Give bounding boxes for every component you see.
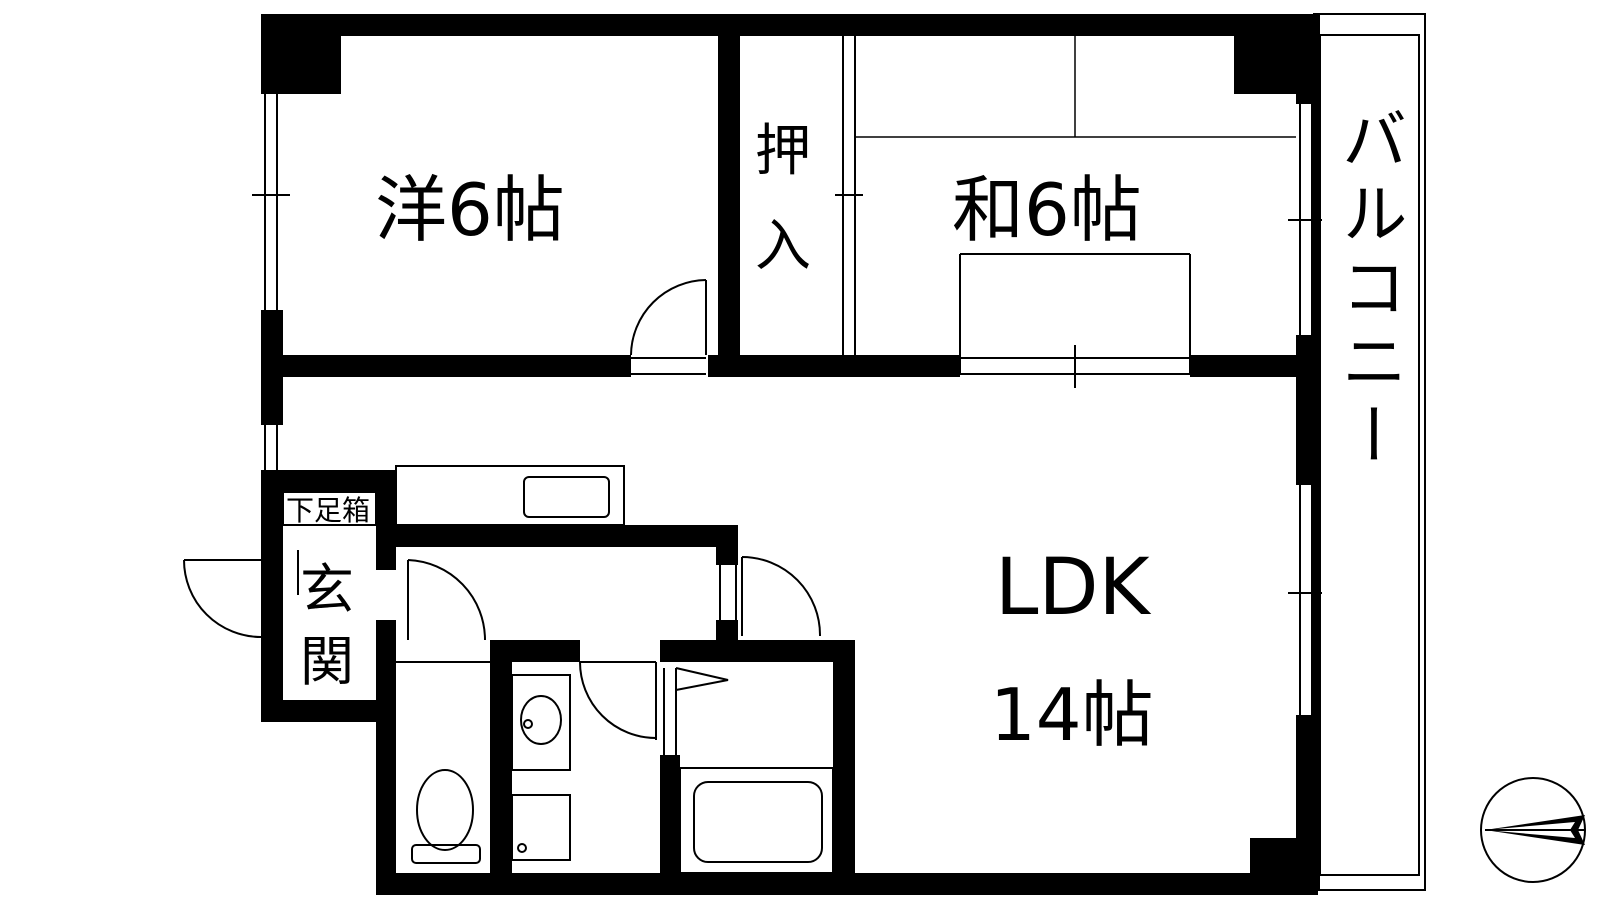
entrance-label-line1: 玄 [300,558,354,621]
western-room-label: 洋6帖 [375,168,565,252]
windows [252,36,1322,715]
ldk-title: LDK [995,543,1152,633]
entrance-label-line2: 関 [300,630,354,693]
closet-label-line1: 押 [755,119,811,184]
bathtub-icon [679,767,834,874]
ldk-size: 14帖 [990,673,1154,757]
kitchen-sink-icon [395,465,625,526]
compass-north-arrow-icon [1480,777,1586,883]
tatami-lines [855,36,1296,138]
washbasin-icon [511,674,571,861]
closet-label-line2: 入 [755,214,811,279]
walls [261,14,1320,895]
door-swing-icon [183,279,822,755]
balcony-label: バルコニー [1331,105,1408,475]
shoe-box-label: 下足箱 [286,494,370,527]
shoe-box [282,491,377,526]
toilet-icon [396,661,490,864]
japanese-room-label: 和6帖 [952,168,1142,252]
